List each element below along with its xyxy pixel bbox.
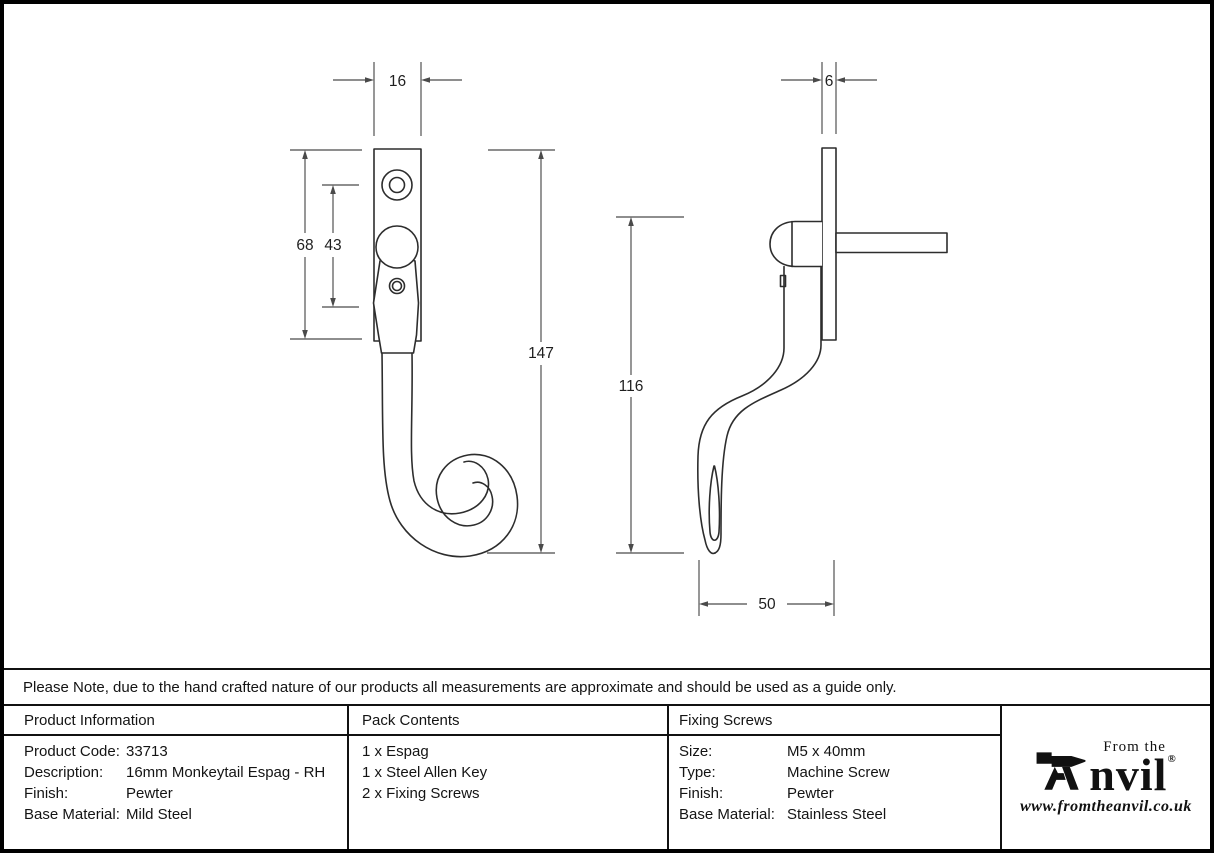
dim-front-overall-height-value: 147 [528, 345, 554, 362]
dim-side-handle-drop: 116 [616, 216, 684, 554]
dim-front-hole-spacing-value: 43 [324, 237, 341, 254]
front-top-screw-hole-inner [388, 176, 406, 194]
table-row: Size: M5 x 40mm [679, 741, 1000, 762]
side-handle-front-edge [697, 265, 785, 555]
list-item: 2 x Fixing Screws [362, 785, 480, 802]
side-backplate-edge [821, 147, 837, 341]
brand-logo-cell: From the nvil® www.fromtheanvil.co.uk [1002, 706, 1210, 849]
header-fixing-screws-label: Fixing Screws [679, 711, 773, 729]
dim-front-overall-height: 147 [487, 149, 555, 554]
measurement-disclaimer-text: Please Note, due to the hand crafted nat… [23, 678, 897, 696]
dim-side-plate-thickness: 6 [781, 62, 877, 134]
side-view-espag [697, 147, 948, 555]
row-label: Size: [679, 743, 713, 760]
row-value: 33713 [126, 743, 168, 760]
side-spindle [835, 232, 948, 254]
header-pack-contents-label: Pack Contents [362, 711, 460, 729]
logo-website: www.fromtheanvil.co.uk [1020, 797, 1192, 815]
front-top-screw-hole-outer [381, 169, 413, 201]
table-row: Base Material: Mild Steel [24, 804, 347, 825]
dim-front-backplate-height: 68 [290, 149, 362, 340]
side-grub-screw [779, 274, 787, 288]
list-item: 1 x Steel Allen Key [362, 764, 488, 781]
side-tail-tip-detail [708, 465, 721, 542]
logo-name-rest: nvil [1089, 749, 1168, 801]
front-lower-screw-inner [391, 280, 403, 292]
pack-contents-cell: 1 x Espag 1 x Steel Allen Key 2 x Fixing… [349, 736, 669, 849]
table-row: Finish: Pewter [24, 783, 347, 804]
row-value: Mild Steel [126, 806, 192, 823]
side-knob-cap [769, 220, 823, 268]
table-row: Product Code: 33713 [24, 741, 347, 762]
row-label: Base Material: [24, 806, 120, 823]
front-lower-screw-outer [388, 277, 406, 295]
row-value: Pewter [787, 785, 834, 802]
row-value: M5 x 40mm [787, 743, 866, 760]
dim-side-projection-value: 50 [758, 596, 776, 613]
table-row: Base Material: Stainless Steel [679, 804, 1000, 825]
front-view-espag [372, 148, 519, 558]
dim-side-projection: 50 [698, 560, 835, 616]
list-item: 1 x Espag [362, 743, 429, 760]
dim-front-hole-spacing: 43 [322, 184, 359, 308]
side-handle-back-edge [714, 265, 822, 554]
dim-front-backplate-height-value: 68 [296, 237, 313, 254]
row-label: Description: [24, 764, 104, 781]
table-row: Description: 16mm Monkeytail Espag - RH [24, 762, 347, 783]
measurement-disclaimer: Please Note, due to the hand crafted nat… [4, 668, 1210, 706]
registered-trademark-icon: ® [1167, 753, 1177, 766]
front-handle-boss [372, 255, 420, 354]
dim-side-plate-thickness-value: 6 [825, 73, 834, 90]
table-row: Finish: Pewter [679, 783, 1000, 804]
dimension-lines: 16 68 [290, 62, 877, 616]
logo-brand-name: nvil® [1089, 752, 1177, 798]
fixing-screws-cell: Size: M5 x 40mm Type: Machine Screw Fini… [669, 736, 1002, 849]
row-label: Base Material: [679, 806, 775, 823]
logo-prefix: From the [1103, 739, 1166, 756]
row-value: 16mm Monkeytail Espag - RH [126, 764, 326, 781]
header-fixing-screws: Fixing Screws [669, 706, 1002, 736]
header-product-information: Product Information [4, 706, 349, 736]
row-label: Type: [679, 764, 716, 781]
product-information-cell: Product Code: 33713 Description: 16mm Mo… [4, 736, 349, 849]
front-knob [375, 225, 419, 269]
from-the-anvil-logo: From the nvil® www.fromtheanvil.co.uk [1020, 740, 1192, 814]
front-monkeytail-inner [410, 352, 490, 515]
dim-front-width-value: 16 [389, 73, 406, 90]
front-monkeytail-outer [381, 352, 519, 558]
dim-front-width: 16 [333, 62, 462, 136]
dim-side-handle-drop-value: 116 [619, 378, 644, 395]
technical-drawing: 16 68 [4, 4, 1210, 668]
table-row: Type: Machine Screw [679, 762, 1000, 783]
product-info-table: Product Information Pack Contents Fixing… [4, 706, 1210, 849]
row-label: Finish: [24, 785, 69, 802]
header-pack-contents: Pack Contents [349, 706, 669, 736]
row-label: Product Code: [24, 743, 120, 760]
row-value: Machine Screw [787, 764, 890, 781]
header-product-information-label: Product Information [24, 711, 155, 729]
row-value: Pewter [126, 785, 173, 802]
row-value: Stainless Steel [787, 806, 887, 823]
anvil-icon [1036, 751, 1086, 790]
row-label: Finish: [679, 785, 724, 802]
